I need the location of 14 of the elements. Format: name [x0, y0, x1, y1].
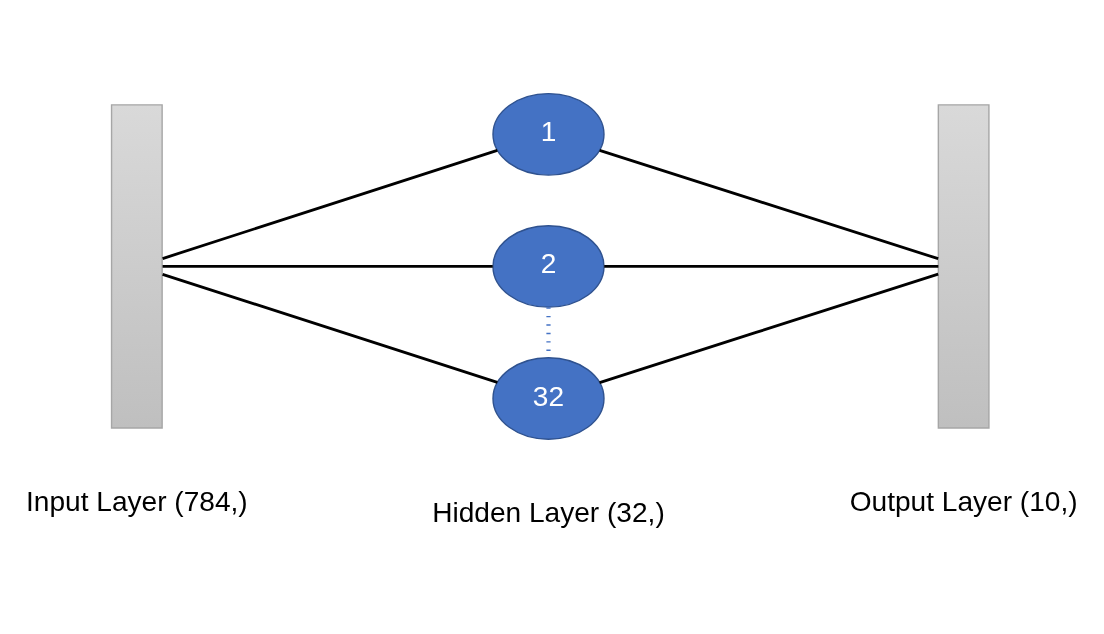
connector [162, 265, 493, 268]
connector [604, 265, 939, 268]
node-label: Output Layer (10,) [849, 485, 1078, 517]
connector [599, 272, 939, 384]
connector [599, 148, 939, 261]
node-ellipse: 2 [492, 225, 605, 308]
node-bar [937, 104, 990, 429]
node-label: Input Layer (784,) [26, 485, 248, 517]
connector [162, 272, 498, 384]
node-bar [110, 104, 163, 429]
label: Hidden Layer (32,) [432, 497, 665, 529]
node-ellipse: 1 [492, 92, 605, 176]
node-ellipse: 32 [492, 357, 605, 440]
connector [162, 149, 498, 260]
